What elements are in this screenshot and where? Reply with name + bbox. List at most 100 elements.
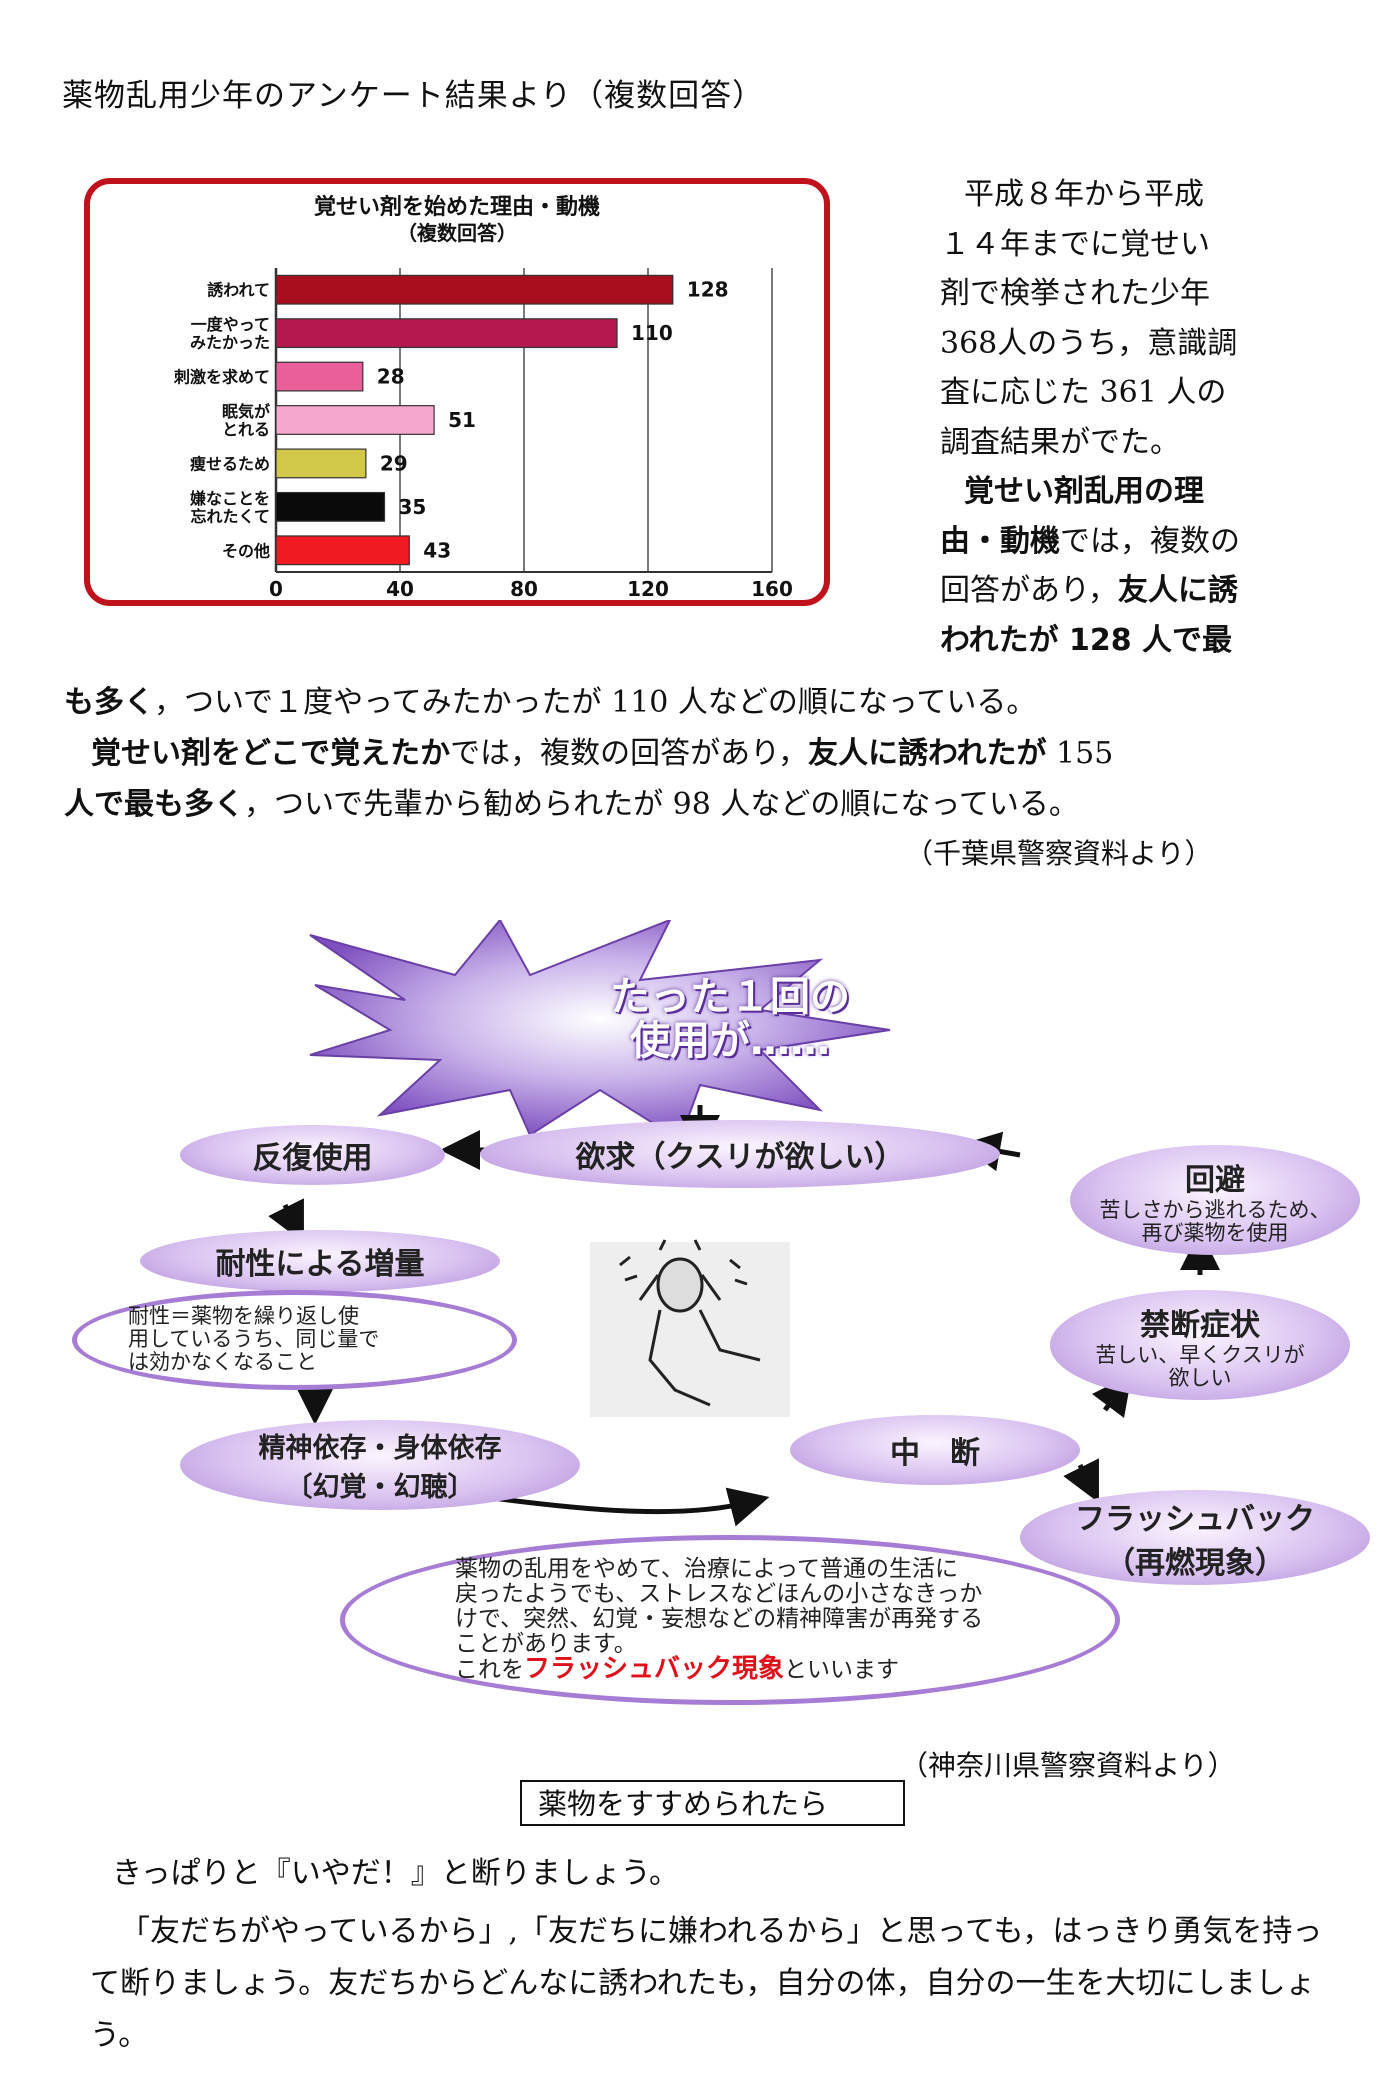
note-line: 欲しい	[1168, 1366, 1232, 1390]
node-label: 禁断症状	[1140, 1308, 1260, 1343]
note-line: 苦しさから逃れるため、	[1099, 1198, 1331, 1222]
note-text: といいます	[784, 1657, 900, 1683]
bold-text: 友人に誘	[1117, 573, 1238, 608]
side-line: われたが 128 人で最	[940, 616, 1285, 666]
body-text: 155	[1046, 736, 1114, 771]
burst-line: たった１回の	[610, 974, 850, 1020]
arrow-icon	[469, 1487, 770, 1527]
body-text: では，複数の回答があり，	[450, 736, 809, 771]
category-label: 嫌なことを	[189, 489, 270, 508]
arrow-icon	[1063, 1458, 1099, 1503]
burst-line: 使用が……	[630, 1018, 830, 1064]
tick-label: 40	[386, 577, 414, 600]
node-label: 回避	[1185, 1163, 1245, 1198]
tick-label: 80	[510, 577, 538, 600]
side-line: 368人のうち，意識調	[940, 325, 1238, 361]
body-text: ，ついで１度やってみたかったが 110 人などの順になっている。	[154, 685, 1037, 720]
data-label: 29	[380, 451, 408, 475]
paragraph-4: 「友だちがやっているから」,「友だちに嫌われるから」と思っても，はっきり勇気を持…	[90, 1914, 1323, 2053]
note-line: 薬物の乱用をやめて、治療によって普通の生活に	[455, 1556, 959, 1582]
category-label: 忘れたくて	[190, 507, 270, 526]
bar	[275, 448, 367, 479]
burst-text: たった１回の 使用が……	[490, 975, 970, 1063]
paragraph-2: 覚せい剤をどこで覚えたかでは，複数の回答があり，友人に誘われたが 155 人で最…	[64, 728, 1334, 830]
bold-text: 覚せい剤をどこで覚えたか	[91, 736, 451, 771]
category-label: 誘われて	[207, 281, 270, 300]
flashback-note: 薬物の乱用をやめて、治療によって普通の生活に 戻ったようでも、ストレスなどほんの…	[455, 1557, 983, 1683]
data-label: 28	[377, 365, 405, 389]
side-text: 回答があり，	[940, 573, 1118, 608]
node-label: 反復使用	[252, 1141, 373, 1176]
bar	[275, 491, 386, 522]
category-label: その他	[222, 541, 270, 560]
category-label: 眠気が	[222, 402, 270, 421]
tick-label: 0	[269, 577, 283, 600]
node-withdrawal: 禁断症状 苦しい、早くクスリが 欲しい	[1050, 1290, 1350, 1400]
flashback-note-oval	[340, 1535, 1120, 1705]
bold-text: 覚せい剤乱用の理	[964, 474, 1204, 509]
diagram-graphics	[268, 920, 1220, 1527]
node-avoid: 回避 苦しさから逃れるため、 再び薬物を使用	[1070, 1145, 1360, 1255]
tolerance-note-oval	[72, 1290, 517, 1390]
node-label: 耐性による増量	[215, 1247, 425, 1282]
node-label: 〔幻覚・幻聴〕	[285, 1472, 475, 1503]
chart-title: 覚せい剤を始めた理由・動機	[314, 194, 600, 220]
note-line: 苦しい、早くクスリが	[1095, 1343, 1305, 1367]
side-line: 剤で検挙された少年	[940, 276, 1210, 311]
category-label: 刺激を求めて	[173, 368, 270, 387]
source-note: （千葉県警察資料より）	[905, 837, 1213, 870]
node-dependence: 精神依存・身体依存 〔幻覚・幻聴〕	[180, 1420, 580, 1510]
bold-text: も多く	[64, 685, 154, 720]
arrow-icon	[1092, 1374, 1132, 1418]
node-desire: 欲求（クスリが欲しい）	[480, 1120, 1000, 1188]
side-line: 査に応じた 361 人の	[940, 375, 1227, 410]
node-stop: 中 断	[790, 1415, 1080, 1485]
category-label: とれる	[222, 420, 270, 439]
bar	[275, 318, 618, 349]
bar	[275, 361, 364, 392]
source-note: （神奈川県警察資料より）	[900, 1749, 1236, 1782]
flashback-highlight: フラッシュバック現象	[524, 1654, 785, 1684]
note-line: 戻ったようでも、ストレスなどほんの小さなきっか	[455, 1581, 983, 1607]
note-line: けで、突然、幻覚・妄想などの精神障害が再発する	[455, 1606, 984, 1632]
data-label: 35	[399, 495, 427, 519]
arrow-icon	[268, 1198, 304, 1243]
chart-subtitle: （複数回答）	[397, 221, 517, 245]
tick-label: 160	[751, 577, 793, 600]
side-line: １４年までに覚せい	[940, 226, 1210, 262]
side-line: 覚せい剤乱用の理	[940, 467, 1285, 517]
bold-text: 友人に誘われたが	[808, 736, 1047, 771]
node-repeat: 反復使用	[180, 1125, 445, 1185]
note-line: 耐性＝薬物を繰り返し使	[128, 1304, 359, 1328]
node-label: フラッシュバック	[1075, 1501, 1315, 1537]
node-label: 精神依存・身体依存	[258, 1433, 502, 1464]
distressed-person-icon	[619, 1239, 761, 1407]
bar	[275, 535, 410, 566]
bold-text: 人で最も多く	[64, 787, 244, 822]
paragraph-1: も多く，ついで１度やってみたかったが 110 人などの順になっている。	[64, 677, 1334, 728]
bold-text: われたが 128 人で最	[940, 622, 1233, 658]
data-label: 110	[631, 321, 673, 345]
bar	[275, 274, 674, 305]
side-line: 回答があり，友人に誘	[940, 566, 1285, 616]
side-line: 平成８年から平成	[964, 177, 1204, 212]
page-title: 薬物乱用少年のアンケート結果より（複数回答）	[62, 78, 765, 114]
data-label: 51	[448, 408, 476, 432]
node-flashback: フラッシュバック （再燃現象）	[1020, 1490, 1370, 1585]
side-line: 由・動機では，複数の	[940, 517, 1285, 567]
note-line: は効かなくなること	[128, 1350, 317, 1374]
side-paragraph: 平成８年から平成 １４年までに覚せい 剤で検挙された少年 368人のうち，意識調…	[940, 170, 1285, 665]
node-label: （再燃現象）	[1105, 1545, 1285, 1581]
data-label: 43	[423, 538, 451, 562]
data-label: 128	[687, 278, 729, 302]
node-label: 中 断	[890, 1436, 980, 1471]
note-line: これをフラッシュバック現象といいます	[455, 1654, 983, 1684]
note-line: 用しているうち、同じ量で	[128, 1327, 380, 1351]
bar	[275, 405, 435, 435]
paragraph-3: きっぱりと『いやだ！』と断りましょう。	[112, 1856, 679, 1891]
note-line: ことがあります。	[455, 1631, 637, 1657]
category-label: 痩せるため	[190, 454, 270, 473]
burst-shape	[309, 920, 891, 1142]
